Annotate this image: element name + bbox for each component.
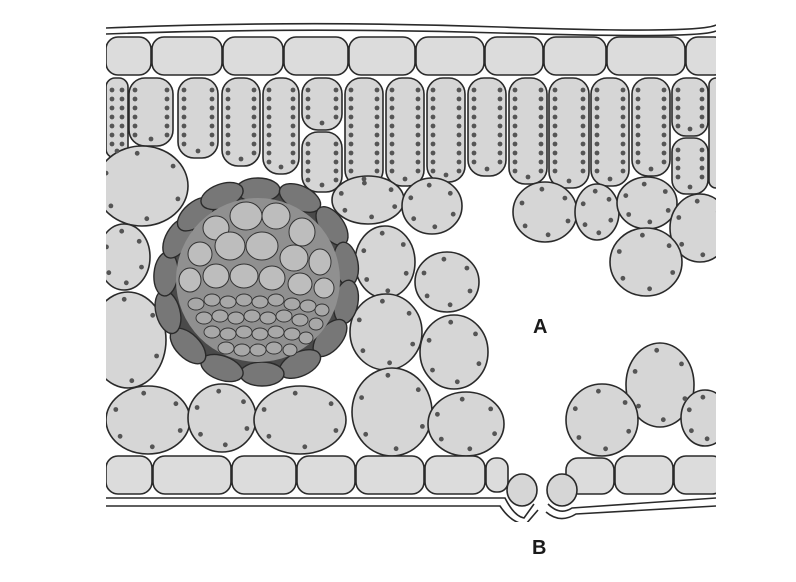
lower-cuticle-right bbox=[547, 497, 716, 512]
spongy-mesophyll bbox=[106, 145, 716, 457]
upper-cuticle-inner bbox=[106, 29, 716, 37]
stoma-guard-cells bbox=[506, 473, 578, 507]
palisade-layer bbox=[106, 77, 716, 195]
lower-cuticle-inner bbox=[106, 505, 539, 522]
upper-cuticle bbox=[106, 22, 716, 31]
upper-epidermis bbox=[106, 36, 716, 76]
phloem bbox=[187, 293, 330, 357]
chloroplasts bbox=[106, 87, 716, 452]
xylem bbox=[178, 201, 335, 299]
vascular-bundle bbox=[153, 177, 360, 387]
lower-cuticle-right-inner bbox=[545, 505, 716, 520]
label-b: B bbox=[532, 537, 547, 559]
lower-epidermis bbox=[106, 455, 716, 495]
lower-cuticle bbox=[106, 497, 535, 519]
label-a: A bbox=[533, 316, 548, 338]
